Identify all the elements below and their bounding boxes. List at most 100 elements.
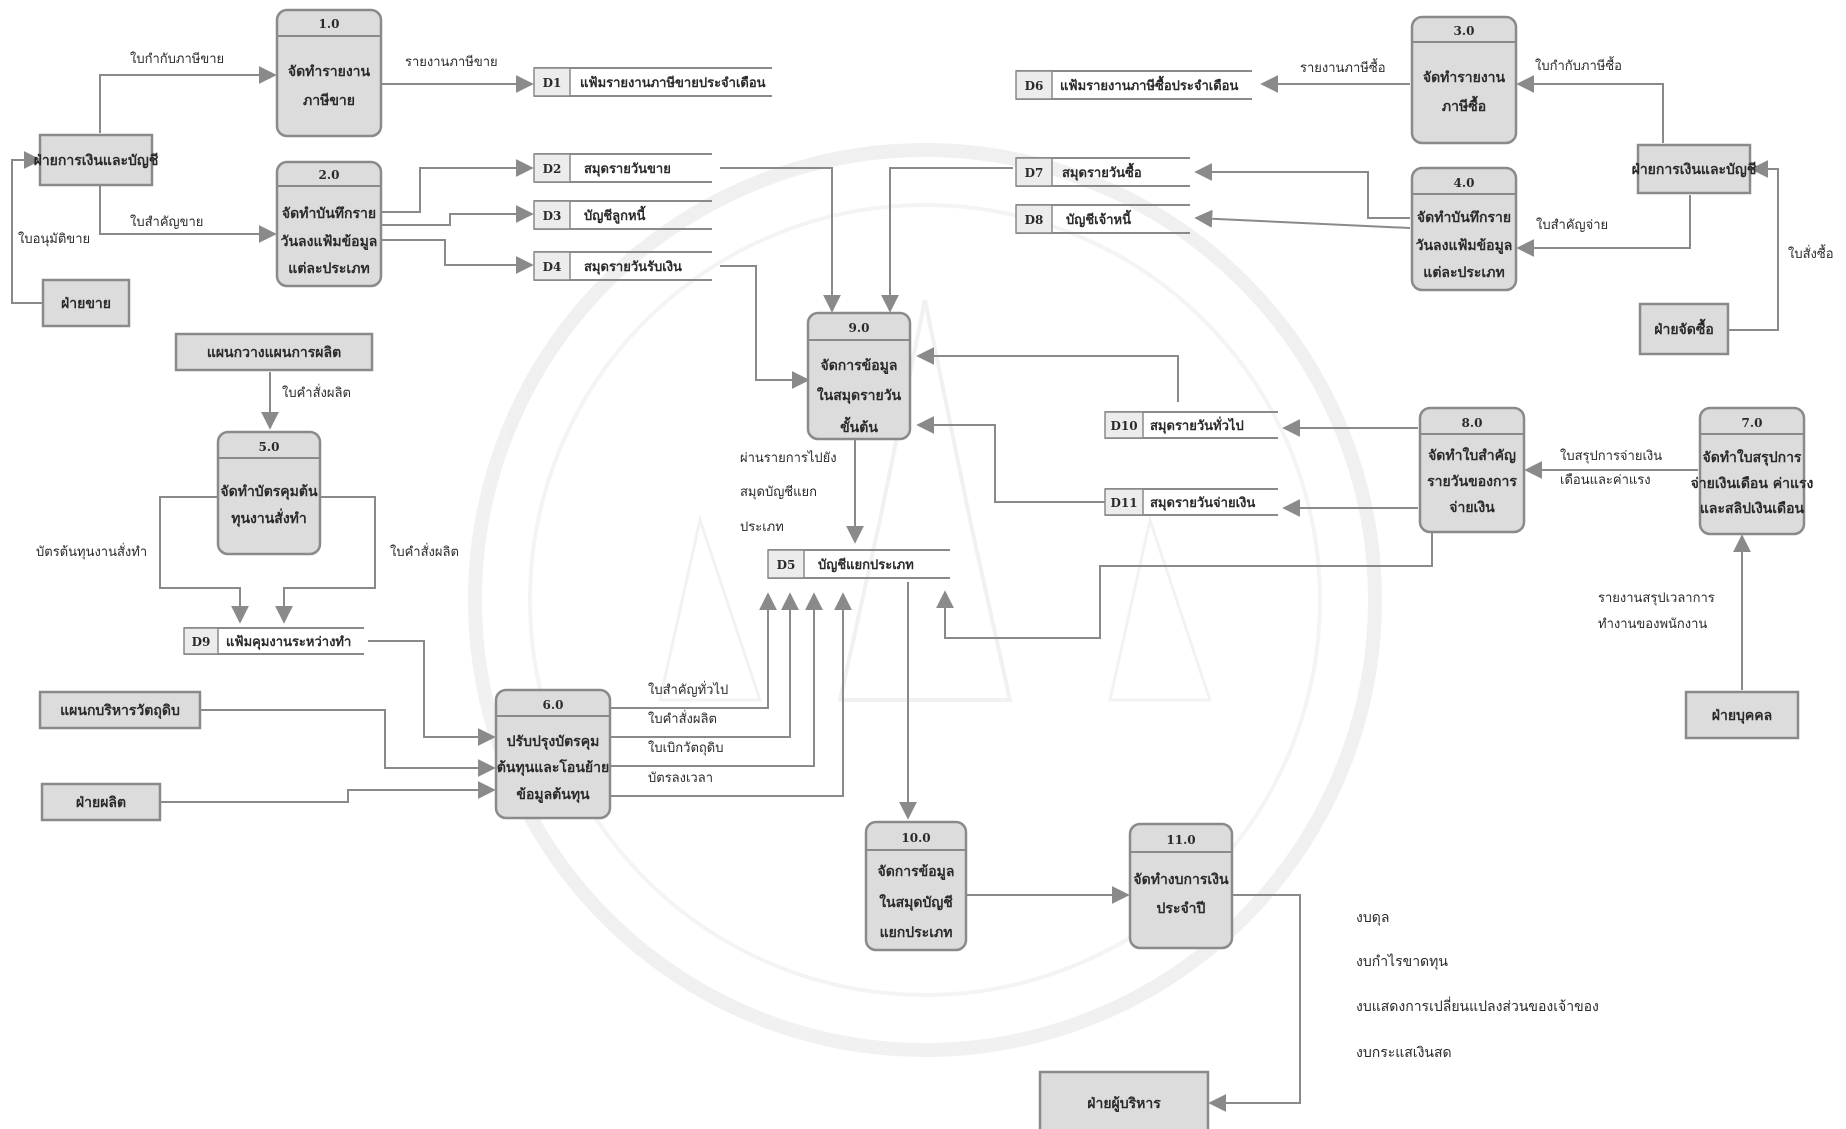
process-2-line-1: จัดทำบันทึกราย [282,205,376,222]
store-d2-label: สมุดรายวันขาย [584,162,671,177]
process-11[interactable]: 11.0 จัดทำงบการเงิน ประจำปี [1128,822,1234,950]
store-d4[interactable]: D4 สมุดรายวันรับเงิน [533,251,712,281]
process-8-id: 8.0 [1462,416,1483,430]
label-material-requisition: ใบเบิกวัตถุดิบ [648,740,723,756]
entity-materials[interactable]: แผนกบริหารวัตถุดิบ [38,690,202,730]
process-5-line-2: ทุนงานสั่งทำ [231,508,307,527]
label-post-ledger-2: สมุดบัญชีแยก [740,484,817,500]
store-d4-id: D4 [543,260,562,274]
process-1[interactable]: 1.0 จัดทำรายงาน ภาษีขาย [275,8,383,138]
process-2[interactable]: 2.0 จัดทำบันทึกราย วันลงแฟ้มข้อมูล แต่ละ… [275,160,383,288]
process-8-line-3: จ่ายเงิน [1449,500,1495,516]
entity-production-planning-label: แผนกวางแผนการผลิต [207,345,341,361]
process-10[interactable]: 10.0 จัดการข้อมูล ในสมุดบัญชี แยกประเภท [864,820,968,952]
process-10-line-3: แยกประเภท [880,925,953,941]
store-d11-id: D11 [1110,496,1137,510]
store-d2[interactable]: D2 สมุดรายวันขาย [533,153,712,183]
store-d6[interactable]: D6 แฟ้มรายงานภาษีซื้อประจำเดือน [1015,70,1252,100]
output-income-statement: งบกำไรขาดทุน [1356,953,1448,970]
process-4-line-1: จัดทำบันทึกราย [1417,209,1511,226]
process-8[interactable]: 8.0 จัดทำใบสำคัญ รายวันของการ จ่ายเงิน [1418,406,1526,534]
output-equity-statement: งบแสดงการเปลี่ยนแปลงส่วนของเจ้าของ [1356,997,1599,1015]
store-d9[interactable]: D9 แฟ้มคุมงานระหว่างทำ [183,627,364,655]
process-5[interactable]: 5.0 จัดทำบัตรคุมต้น ทุนงานสั่งทำ [216,430,322,556]
label-sales-approval: ใบอนุมัติขาย [18,231,90,247]
entity-finance-left[interactable]: ฝ่ายการเงินและบัญชี [34,133,159,187]
store-d8-id: D8 [1025,213,1044,227]
label-post-ledger-3: ประเภท [740,520,784,535]
process-1-line-1: จัดทำรายงาน [288,64,371,80]
process-9-id: 9.0 [849,321,870,335]
process-3-line-1: จัดทำรายงาน [1423,70,1506,86]
label-production-order-1: ใบคำสั่งผลิต [282,384,351,401]
label-production-order-3: ใบคำสั่งผลิต [648,710,717,727]
store-d2-id: D2 [543,162,562,176]
watermark-seal [468,143,1382,1057]
process-1-id: 1.0 [319,17,340,31]
store-d10-label: สมุดรายวันทั่วไป [1150,416,1244,434]
store-d6-label: แฟ้มรายงานภาษีซื้อประจำเดือน [1060,75,1238,94]
store-d9-label: แฟ้มคุมงานระหว่างทำ [226,634,351,650]
store-d3[interactable]: D3 บัญชีลูกหนี้ [533,200,712,230]
label-post-ledger-1: ผ่านรายการไปยัง [740,450,837,466]
label-time-card: บัตรลงเวลา [648,771,713,786]
label-payment-voucher: ใบสำคัญจ่าย [1536,217,1608,233]
process-9[interactable]: 9.0 จัดการข้อมูล ในสมุดรายวัน ขั้นต้น [806,311,912,441]
label-general-voucher: ใบสำคัญทั่วไป [648,681,728,698]
store-d8-label: บัญชีเจ้าหนี้ [1066,209,1132,228]
process-6-line-3: ข้อมูลต้นทุน [516,787,590,803]
process-8-line-1: จัดทำใบสำคัญ [1428,446,1516,464]
process-10-line-2: ในสมุดบัญชี [879,893,953,911]
entity-materials-label: แผนกบริหารวัตถุดิบ [60,703,180,719]
store-d10[interactable]: D10 สมุดรายวันทั่วไป [1104,411,1278,439]
process-3-id: 3.0 [1454,24,1475,38]
process-4-line-2: วันลงแฟ้มข้อมูล [1416,238,1513,254]
process-7[interactable]: 7.0 จัดทำใบสรุปการ จ่ายเงินเดือน ค่าแรง … [1691,406,1814,536]
process-2-line-3: แต่ละประเภท [288,261,369,277]
process-3[interactable]: 3.0 จัดทำรายงาน ภาษีซื้อ [1410,15,1518,145]
process-9-line-3: ขั้นต้น [840,416,878,436]
entity-production-planning[interactable]: แผนกวางแผนการผลิต [174,332,374,372]
output-cash-flow: งบกระแสเงินสด [1356,1045,1452,1061]
label-purchase-order: ใบสั่งซื้อ [1788,244,1834,262]
process-2-id: 2.0 [319,168,340,182]
store-d3-label: บัญชีลูกหนี้ [584,205,646,224]
label-purchase-tax-invoice: ใบกำกับภาษีซื้อ [1535,56,1622,74]
process-11-line-2: ประจำปี [1157,901,1206,917]
process-11-id: 11.0 [1166,833,1195,847]
process-7-line-3: และสลิปเงินเดือน [1700,501,1805,517]
entity-executives-label: ฝ่ายผู้บริหาร [1087,1096,1161,1112]
process-6-line-1: ปรับปรุงบัตรคุม [507,734,600,750]
store-d11[interactable]: D11 สมุดรายวันจ่ายเงิน [1104,488,1278,516]
process-10-id: 10.0 [901,831,930,845]
entity-sales-label: ฝ่ายขาย [61,296,111,312]
process-6[interactable]: 6.0 ปรับปรุงบัตรคุม ต้นทุนและโอนย้าย ข้อ… [494,688,612,820]
store-d1-label: แฟ้มรายงานภาษีขายประจำเดือน [580,75,766,91]
process-7-line-2: จ่ายเงินเดือน ค่าแรง [1691,476,1814,492]
process-4[interactable]: 4.0 จัดทำบันทึกราย วันลงแฟ้มข้อมูล แต่ละ… [1410,166,1518,292]
store-d5-label: บัญชีแยกประเภท [818,557,914,573]
store-d3-id: D3 [543,209,562,223]
store-d11-label: สมุดรายวันจ่ายเงิน [1150,496,1255,511]
entity-production[interactable]: ฝ่ายผลิต [40,782,162,822]
store-d10-id: D10 [1110,419,1137,433]
entity-personnel[interactable]: ฝ่ายบุคคล [1684,690,1800,740]
store-d7[interactable]: D7 สมุดรายวันซื้อ [1015,157,1190,187]
entity-executives[interactable]: ฝ่ายผู้บริหาร [1038,1070,1210,1129]
store-d1[interactable]: D1 แฟ้มรายงานภาษีขายประจำเดือน [533,67,772,97]
label-purchase-tax-report: รายงานภาษีซื้อ [1300,58,1386,76]
label-payroll-summary-1: ใบสรุปการจ่ายเงิน [1560,448,1662,464]
flow-lines [11,66,1779,1112]
entity-sales[interactable]: ฝ่ายขาย [41,278,131,328]
store-d5[interactable]: D5 บัญชีแยกประเภท [767,549,950,579]
process-9-line-1: จัดการข้อมูล [821,358,898,374]
process-6-id: 6.0 [543,698,564,712]
process-6-line-2: ต้นทุนและโอนย้าย [497,758,609,776]
entity-finance-right[interactable]: ฝ่ายการเงินและบัญชี [1632,143,1757,195]
process-4-line-3: แต่ละประเภท [1423,265,1504,281]
store-d8[interactable]: D8 บัญชีเจ้าหนี้ [1015,204,1190,234]
entity-purchasing[interactable]: ฝ่ายจัดซื้อ [1638,302,1730,356]
store-d7-id: D7 [1025,166,1044,180]
process-1-line-2: ภาษีขาย [303,93,355,109]
